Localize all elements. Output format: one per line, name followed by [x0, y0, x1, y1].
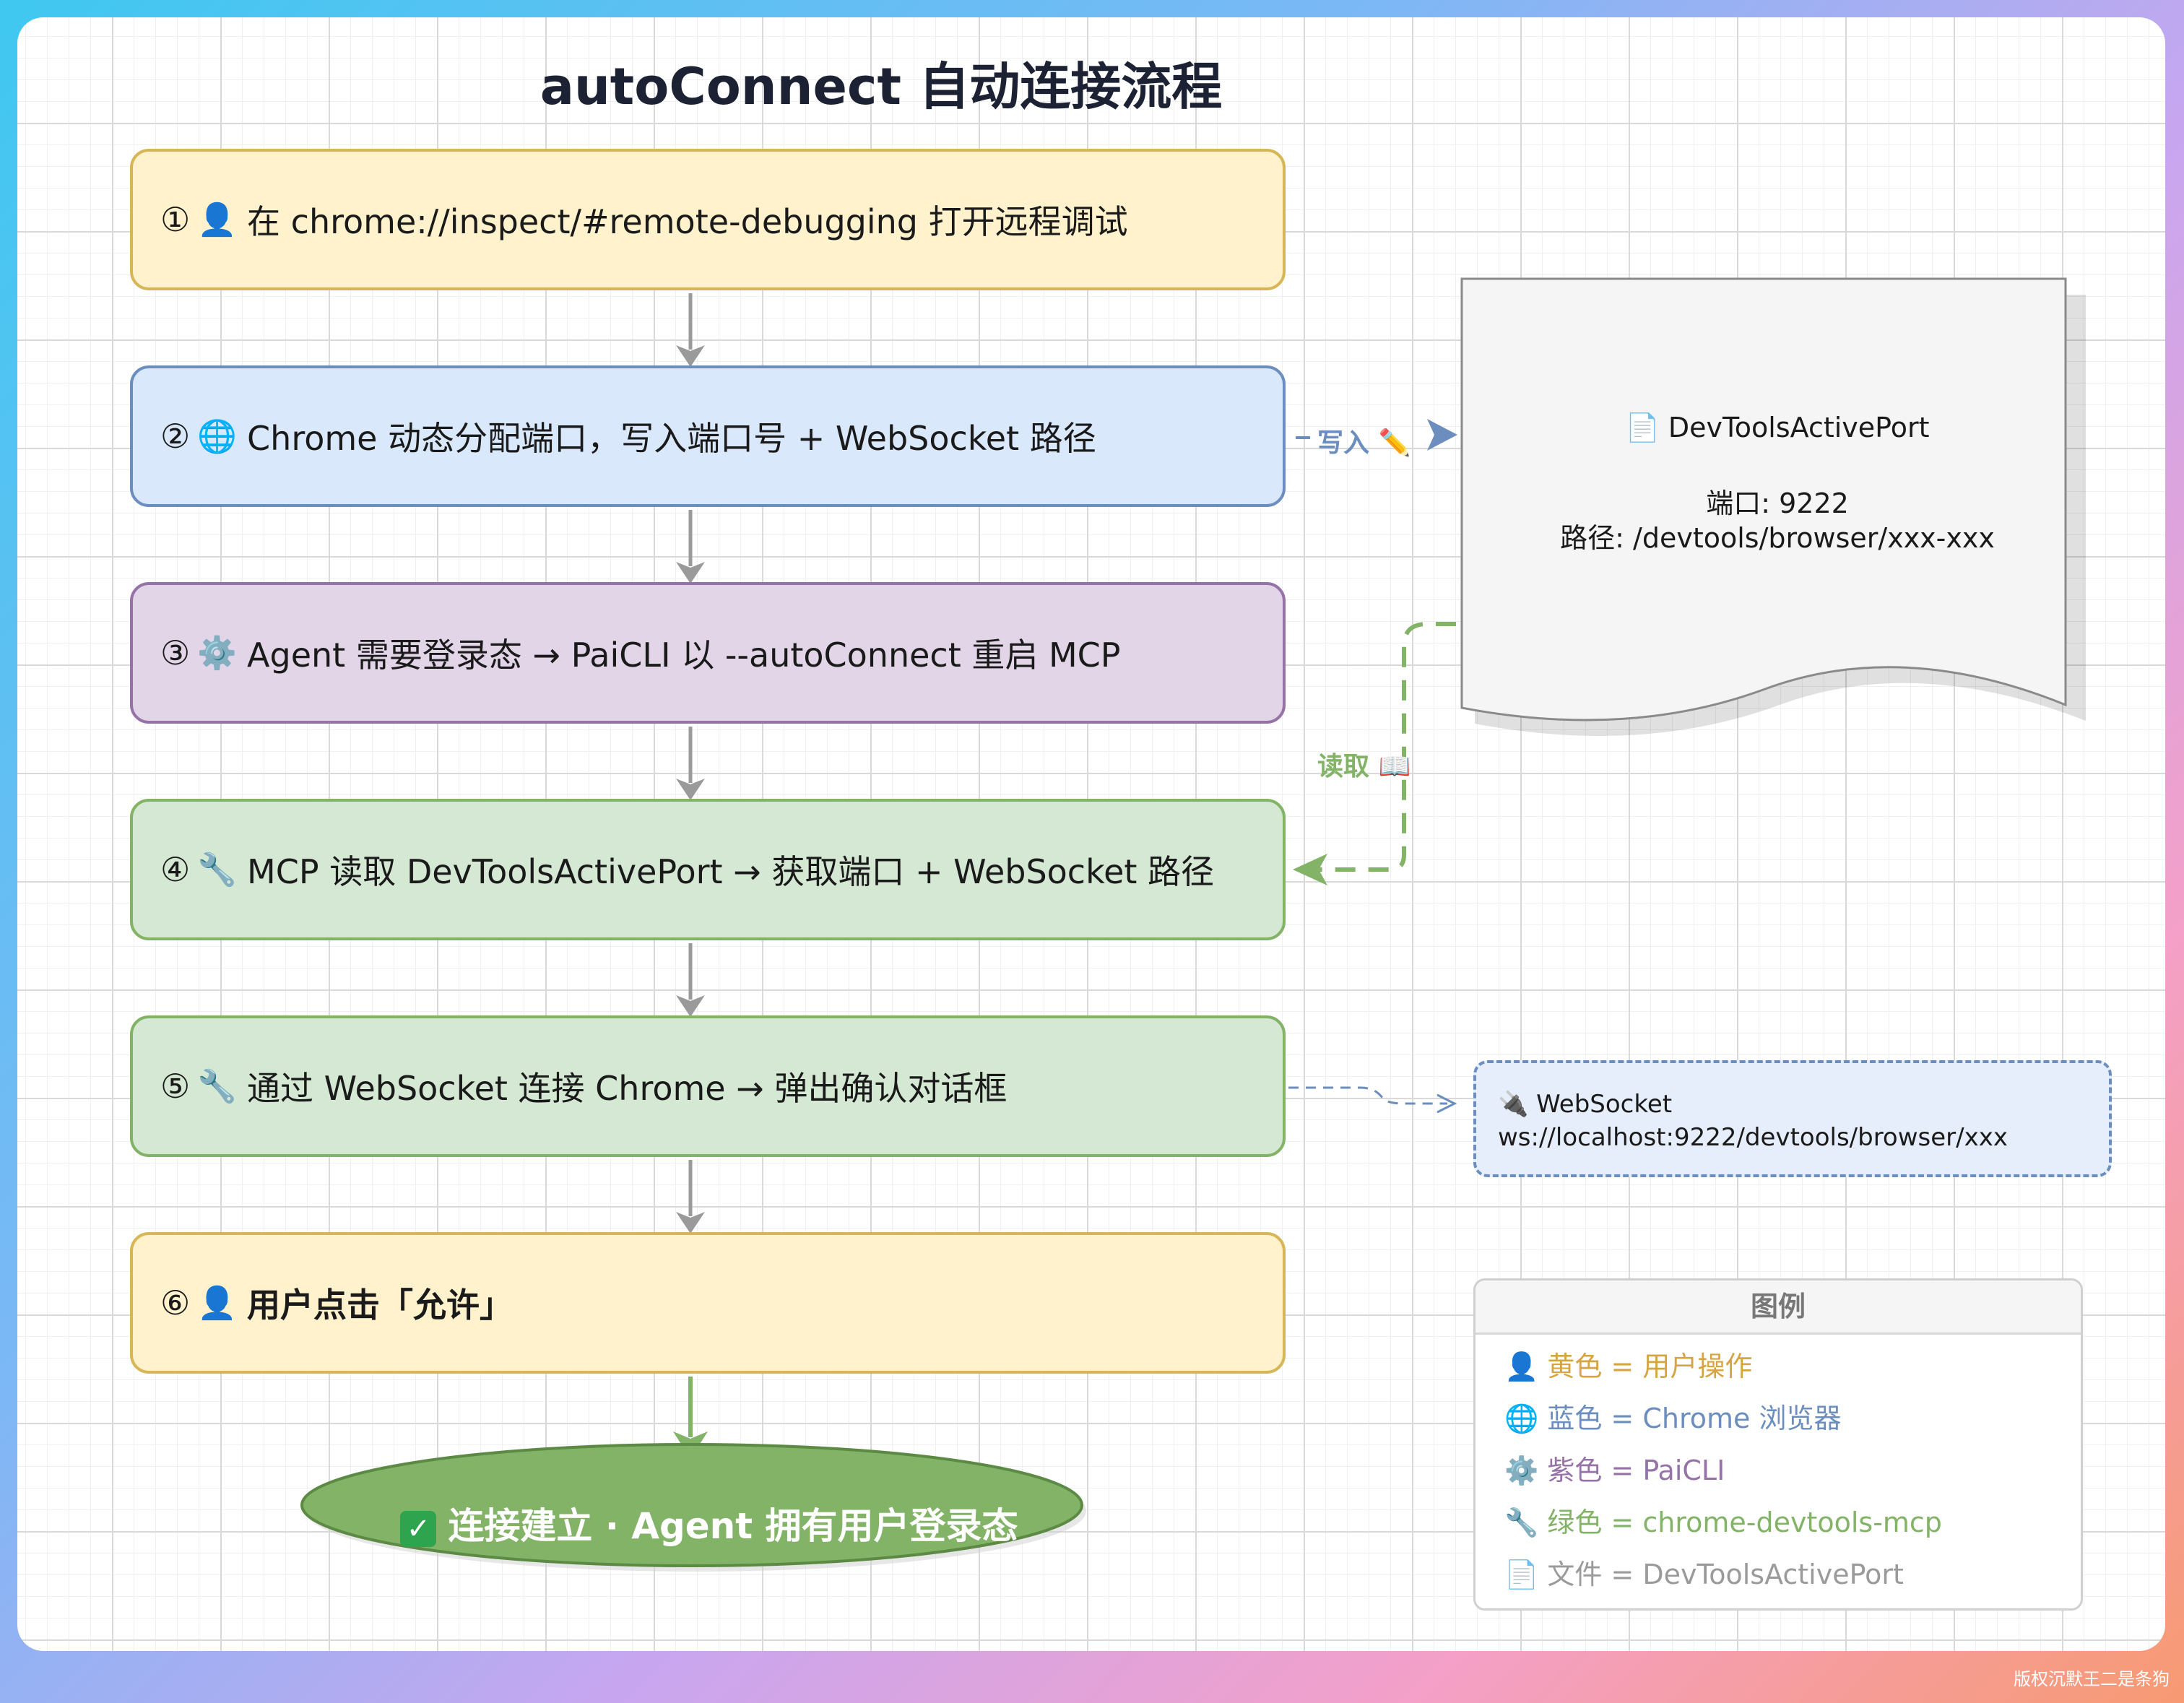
- step-6-box: ⑥ 👤 用户点击「允许」: [130, 1232, 1286, 1374]
- step-1-box: ① 👤 在 chrome://inspect/#remote-debugging…: [130, 149, 1286, 290]
- step-4-box: ④ 🔧 MCP 读取 DevToolsActivePort → 获取端口 + W…: [130, 799, 1286, 940]
- write-edge-label: 写入 ✏️: [1317, 428, 1411, 458]
- final-text: 连接建立 · Agent 拥有用户登录态: [448, 1505, 1018, 1547]
- user-icon: 👤: [197, 202, 238, 238]
- file-title: 📄 DevToolsActivePort: [1473, 412, 2081, 444]
- legend-title: 图例: [1476, 1280, 2081, 1335]
- watermark: 版权沉默王二是条狗: [2014, 1669, 2170, 1689]
- legend-label: 蓝色 = Chrome 浏览器: [1547, 1403, 1842, 1434]
- file-path: 路径: /devtools/browser/xxx-xxx: [1560, 522, 1995, 554]
- final-ellipse: [300, 1443, 1083, 1567]
- step-1-text: 在 chrome://inspect/#remote-debugging 打开远…: [247, 202, 1128, 241]
- websocket-label: WebSocket: [1536, 1090, 1673, 1119]
- legend-label: 绿色 = chrome-devtools-mcp: [1547, 1507, 1942, 1538]
- read-arrowhead: [1293, 854, 1327, 885]
- checkmark-icon: ✓: [400, 1510, 437, 1547]
- connector-layer: [300, 277, 2086, 1572]
- websocket-url: ws://localhost:9222/devtools/browser/xxx: [1498, 1123, 2008, 1152]
- step-5-text: 通过 WebSocket 连接 Chrome → 弹出确认对话框: [247, 1069, 1008, 1108]
- step-number: ④: [160, 850, 191, 889]
- gear-icon: ⚙️: [197, 635, 238, 672]
- step-2-box: ② 🌐 Chrome 动态分配端口，写入端口号 + WebSocket 路径: [130, 365, 1286, 507]
- step-6-text: 用户点击「允许」: [247, 1286, 514, 1325]
- globe-icon: 🌐: [1504, 1403, 1539, 1434]
- wrench-icon: 🔧: [197, 852, 238, 888]
- read-edge-label: 读取 📖: [1317, 752, 1411, 781]
- plug-icon: 🔌: [1498, 1090, 1529, 1119]
- read-edge: [1310, 622, 1456, 872]
- arrowhead-2-3: [676, 562, 705, 584]
- gear-icon: ⚙️: [1504, 1455, 1539, 1486]
- arrowhead-4-5: [676, 995, 705, 1017]
- diagram-title: autoConnect 自动连接流程: [540, 57, 1223, 116]
- websocket-box: 🔌 WebSocket ws://localhost:9222/devtools…: [1473, 1060, 2112, 1177]
- legend-item-purple: ⚙️ 紫色 = PaiCLI: [1504, 1452, 1725, 1488]
- legend: 图例 👤 黄色 = 用户操作 🌐 蓝色 = Chrome 浏览器 ⚙️ 紫色 = Pa…: [1473, 1278, 2083, 1611]
- step-3-text: Agent 需要登录态 → PaiCLI 以 --autoConnect 重启 …: [247, 636, 1121, 675]
- step-4-text: MCP 读取 DevToolsActivePort → 获取端口 + WebSo…: [247, 852, 1215, 891]
- user-icon: 👤: [1504, 1351, 1539, 1382]
- step-number: ①: [160, 200, 191, 239]
- flow-arrows: [676, 293, 705, 1234]
- globe-icon: 🌐: [197, 418, 238, 455]
- user-icon: 👤: [197, 1285, 238, 1322]
- file-name: DevToolsActivePort: [1668, 412, 1930, 443]
- websocket-title: 🔌 WebSocket: [1498, 1088, 2109, 1121]
- legend-item-green: 🔧 绿色 = chrome-devtools-mcp: [1504, 1504, 1942, 1540]
- file-icon: 📄: [1625, 412, 1660, 443]
- wrench-icon: 🔧: [1504, 1507, 1539, 1538]
- file-shape: [1460, 277, 2067, 722]
- step-2-text: Chrome 动态分配端口，写入端口号 + WebSocket 路径: [247, 419, 1096, 458]
- ws-arrowhead: [1436, 1093, 1457, 1114]
- legend-item-file: 📄 文件 = DevToolsActivePort: [1504, 1556, 1904, 1592]
- write-arrowhead: [1427, 419, 1457, 451]
- diagram-canvas: autoConnect 自动连接流程: [17, 17, 2165, 1651]
- step-number: ⑥: [160, 1283, 191, 1322]
- step-3-box: ③ ⚙️ Agent 需要登录态 → PaiCLI 以 --autoConnec…: [130, 582, 1286, 724]
- legend-label: 黄色 = 用户操作: [1547, 1351, 1753, 1382]
- step-number: ⑤: [160, 1067, 191, 1106]
- ws-edge: [1271, 1086, 1447, 1105]
- arrowhead-5-6: [676, 1212, 705, 1234]
- step-number: ②: [160, 417, 191, 456]
- legend-label: 文件 = DevToolsActivePort: [1547, 1559, 1904, 1590]
- arrowhead-3-4: [676, 779, 705, 800]
- final-node-label: ✓ 连接建立 · Agent 拥有用户登录态: [318, 1497, 1101, 1549]
- file-port: 端口: 9222: [1706, 488, 1849, 519]
- file-icon: 📄: [1504, 1559, 1539, 1590]
- arrowhead-1-2: [676, 345, 705, 367]
- step-5-box: ⑤ 🔧 通过 WebSocket 连接 Chrome → 弹出确认对话框: [130, 1015, 1286, 1157]
- wrench-icon: 🔧: [197, 1068, 238, 1105]
- legend-item-yellow: 👤 黄色 = 用户操作: [1504, 1348, 1752, 1384]
- step-number: ③: [160, 633, 191, 672]
- legend-label: 紫色 = PaiCLI: [1547, 1455, 1725, 1486]
- legend-item-blue: 🌐 蓝色 = Chrome 浏览器: [1504, 1400, 1841, 1436]
